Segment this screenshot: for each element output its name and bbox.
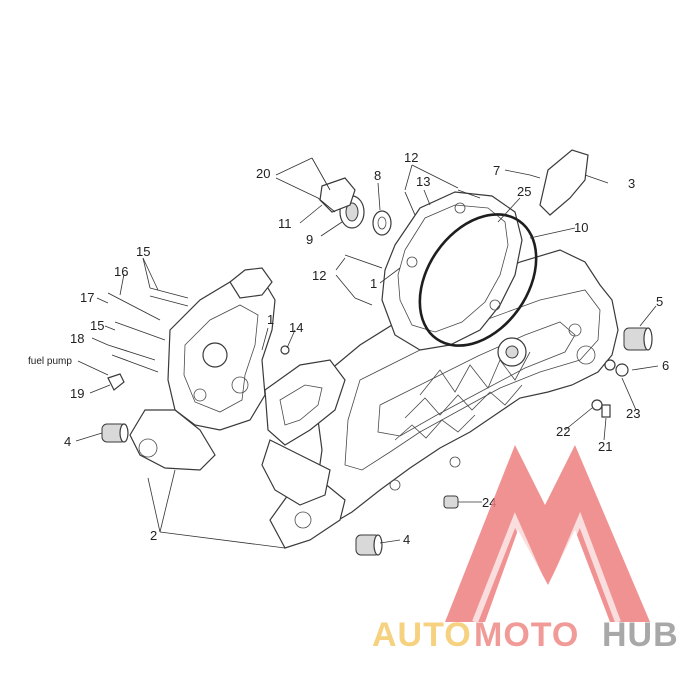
center-bracket (261, 359, 346, 506)
pin-14 (280, 345, 290, 355)
watermark-moto: MOTO (474, 616, 579, 654)
callout-17: 17 (80, 290, 94, 305)
left-case-half (129, 267, 276, 471)
callout-15-top: 15 (136, 244, 150, 259)
callout-11: 11 (278, 216, 292, 231)
washer-22 (591, 399, 603, 411)
left-lower-bracket (129, 409, 216, 471)
callout-23: 23 (626, 406, 640, 421)
bushing-left (101, 423, 129, 443)
callout-6: 6 (662, 358, 669, 373)
callout-19: 19 (70, 386, 84, 401)
callout-9: 9 (306, 232, 313, 247)
clutch-cover (381, 191, 523, 351)
plug-23 (615, 363, 629, 377)
callout-1-left: 1 (267, 312, 274, 327)
watermark-auto: AUTO (372, 616, 472, 654)
callout-16: 16 (114, 264, 128, 279)
fuel-pump-nipple (107, 373, 125, 391)
callout-3: 3 (628, 176, 635, 191)
screw-21 (601, 404, 611, 418)
callout-10: 10 (574, 220, 588, 235)
callout-7: 7 (493, 163, 500, 178)
callout-1-right: 1 (370, 276, 377, 291)
bushing-right (623, 327, 653, 351)
bushing-bottom (355, 534, 383, 556)
callout-21: 21 (598, 439, 612, 454)
callout-12-top: 12 (404, 150, 418, 165)
leader-lines (75, 157, 659, 549)
gasket-ring (418, 213, 538, 347)
callout-15-mid: 15 (90, 318, 104, 333)
callout-5: 5 (656, 294, 663, 309)
callout-8: 8 (374, 168, 381, 183)
callout-4-left: 4 (64, 434, 71, 449)
callout-20: 20 (256, 166, 270, 181)
callout-13: 13 (416, 174, 430, 189)
callout-2: 2 (150, 528, 157, 543)
cover-bracket (539, 149, 589, 216)
dowel-24 (443, 495, 459, 509)
callout-fuel-pump: fuel pump (28, 356, 72, 367)
callout-22: 22 (556, 424, 570, 439)
callout-25: 25 (517, 184, 531, 199)
watermark-hub: HUB (602, 616, 679, 654)
washer-6 (604, 359, 616, 371)
callout-18: 18 (70, 331, 84, 346)
callout-14: 14 (289, 320, 303, 335)
callout-labels: 20 11 9 8 12 13 7 3 25 10 12 1 15 16 17 … (28, 150, 669, 547)
crankcase-ribs (394, 351, 531, 441)
oil-seal (372, 210, 392, 236)
watermark-logo: AUTO MOTO HUB (372, 445, 679, 654)
bolts (107, 157, 541, 373)
callout-12-mid: 12 (312, 268, 326, 283)
callout-4-bottom: 4 (403, 532, 410, 547)
